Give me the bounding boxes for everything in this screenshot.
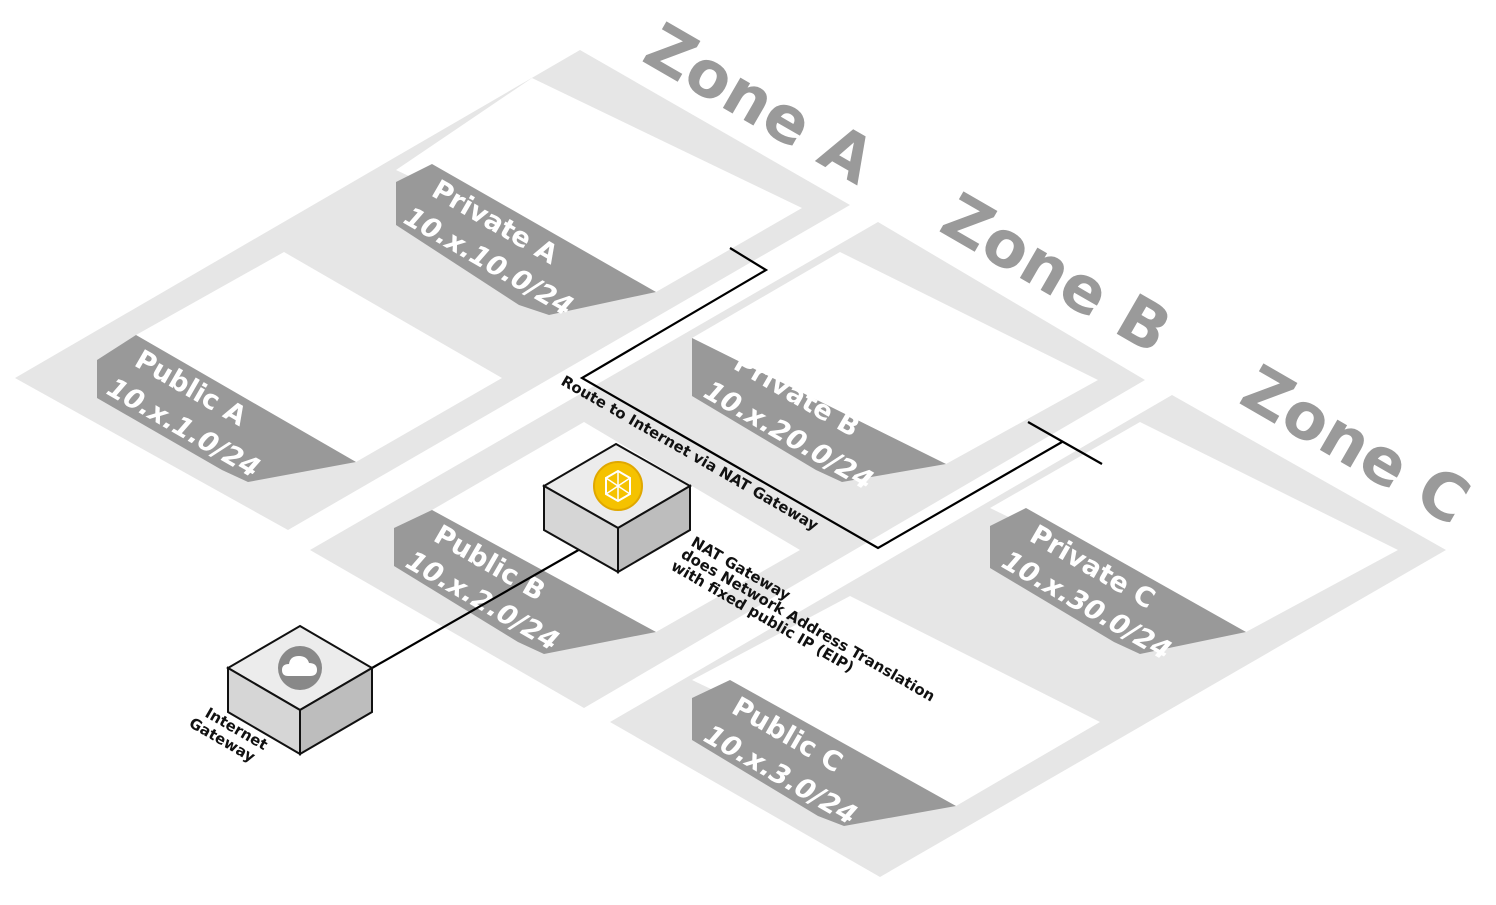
subnet-public-a: Public A 10.x.1.0/24 bbox=[97, 252, 502, 484]
route-line bbox=[579, 247, 1063, 550]
subnet-tab bbox=[692, 680, 956, 826]
cloud-icon bbox=[278, 646, 322, 690]
route-line-branch-c bbox=[1027, 421, 1103, 465]
igw-nat-link bbox=[371, 547, 583, 669]
subnet-tab bbox=[692, 338, 946, 482]
subnet-tab bbox=[396, 164, 656, 315]
nat-gateway[interactable] bbox=[541, 442, 693, 574]
subnet-tab bbox=[97, 335, 356, 482]
nat-gateway-icon bbox=[593, 461, 643, 511]
subnet-tab bbox=[990, 508, 1246, 654]
internet-gateway[interactable] bbox=[226, 624, 374, 756]
subnet-tab bbox=[394, 510, 656, 654]
